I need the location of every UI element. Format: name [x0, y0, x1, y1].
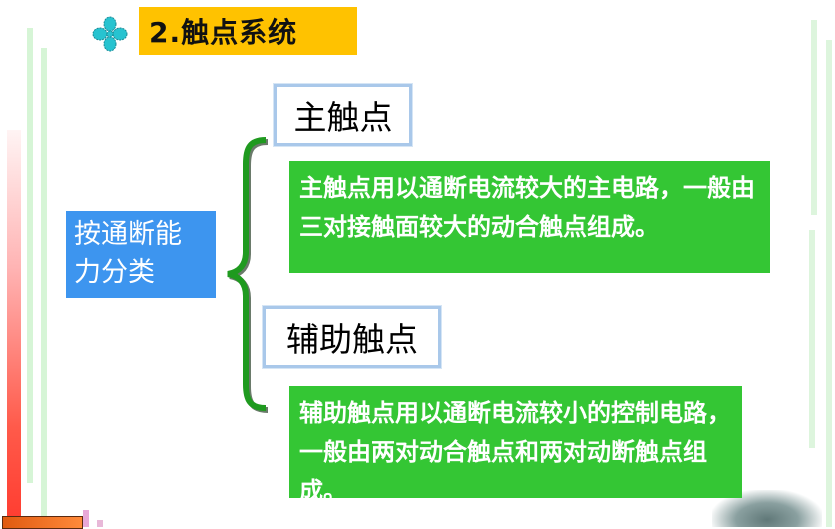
section-title: 2.触点系统	[139, 7, 357, 55]
decorative-green-bar	[811, 20, 817, 215]
auxiliary-contact-description-text: 辅助触点用以通断电流较小的控制电路，一般由两对动合触点和两对动断触点组成。	[299, 399, 731, 505]
decorative-green-bar	[826, 40, 832, 527]
main-contact-description-text: 主触点用以通断电流较大的主电路，一般由三对接触面较大的动合触点组成。	[299, 174, 755, 241]
auxiliary-contact-heading-text: 辅助触点	[286, 320, 418, 359]
decorative-pink-bar	[97, 520, 103, 527]
decorative-green-bar	[27, 28, 33, 483]
category-text: 按通断能力分类	[74, 219, 182, 288]
curly-brace-icon	[222, 134, 272, 414]
main-contact-heading: 主触点	[273, 83, 413, 147]
section-title-text: 2.触点系统	[149, 16, 298, 49]
auxiliary-contact-heading: 辅助触点	[262, 305, 442, 369]
decorative-pink-bar	[83, 510, 89, 527]
decorative-orange-block	[2, 516, 83, 529]
category-box: 按通断能力分类	[66, 211, 216, 298]
auxiliary-contact-description: 辅助触点用以通断电流较小的控制电路，一般由两对动合触点和两对动断触点组成。	[289, 386, 742, 505]
decorative-red-bar	[7, 130, 21, 527]
decorative-green-bar	[809, 230, 815, 448]
main-contact-description: 主触点用以通断电流较大的主电路，一般由三对接触面较大的动合触点组成。	[289, 161, 770, 273]
decorative-green-bar	[41, 48, 47, 527]
main-contact-heading-text: 主触点	[293, 98, 393, 137]
four-petal-flower-icon	[92, 16, 128, 52]
